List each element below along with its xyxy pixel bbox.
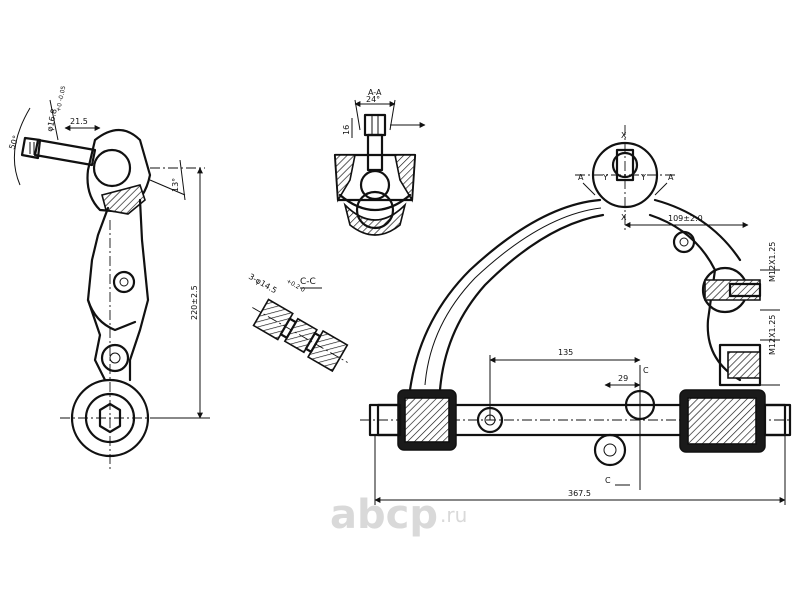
watermark-domain: .ru [440,503,467,527]
dim-367-5: 367.5 [568,489,591,498]
label-a-right: A [668,173,674,182]
section-cc-title: C-C [300,277,316,287]
dim-135: 135 [558,348,573,357]
thread-bottom: M12X1.25 [768,315,777,355]
dim-16: 16 [342,125,351,135]
section-c-c: 3-φ14.5 +0.2 0 C-C [247,272,349,373]
dim-ball-tol: +0 -0.05 [55,85,67,112]
watermark-brand: abcp [330,492,438,538]
label-c-top: C [643,366,649,375]
section-a-a: A-A 24° 16 [333,88,426,236]
holes-label: 3-φ14.5 [247,272,278,295]
main-view: X X A A Y Y 109±2.0 M12X1.25 M12X1.25 [360,125,792,505]
dim-21-5: 21.5 [70,117,88,126]
side-view: 220±2.5 13° 21.5 φ16.8 +0 -0.05 50° [7,85,210,470]
label-y-left: Y [602,173,608,182]
angle-24: 24° [366,95,380,104]
label-x-top: X [621,131,627,140]
angle-50: 50° [7,134,20,150]
dim-29: 29 [618,374,628,383]
watermark-logo: abcp .ru [330,492,467,538]
section-aa-title: A-A [368,88,382,97]
label-c-bottom: C [605,476,611,485]
angle-13: 13° [171,178,180,192]
dim-109: 109±2.0 [668,214,703,223]
dim-220: 220±2.5 [190,285,199,320]
thread-top: M12X1.25 [768,242,777,282]
label-a-left: A [578,173,584,182]
label-x-bottom: X [621,213,627,222]
label-y-right: Y [640,173,646,182]
